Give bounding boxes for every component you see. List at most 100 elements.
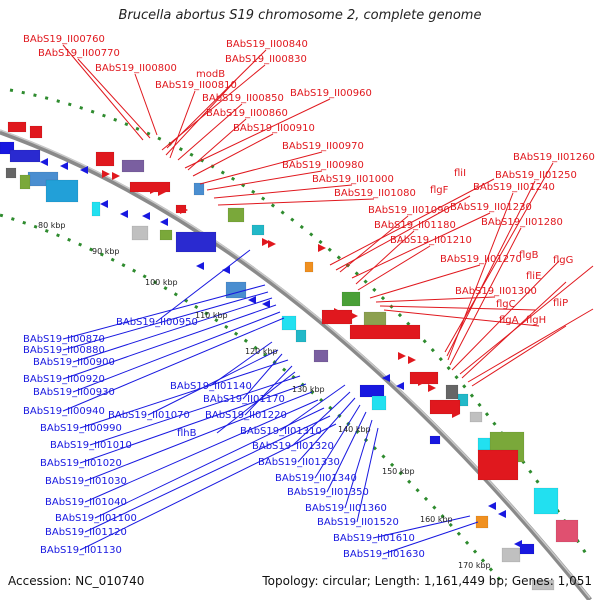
fwd-gene-label[interactable]: BAbS19_II01300 [455,286,537,297]
fwd-gene-label[interactable]: flgA [499,315,519,326]
rev-arrow-19 [100,200,108,208]
fwd-gene-label[interactable]: flgB [519,250,539,261]
fwd-gene-label[interactable]: BAbS19_II00760 [23,34,105,45]
rev-gene-label[interactable]: BAbS19_II00880 [23,345,105,356]
rev-gene-block-39 [371,395,387,411]
fwd-gene-block-13 [445,384,459,400]
fwd-gene-label[interactable]: BAbS19_II00970 [282,141,364,152]
rev-gene-label[interactable]: BAbS19_II00950 [116,317,198,328]
rev-gene-label[interactable]: BAbS19_II01010 [50,440,132,451]
fwd-gene-label[interactable]: flgG [553,255,573,266]
fwd-gene-label[interactable]: BAbS19_II01180 [374,220,456,231]
fwd-gene-label[interactable]: fliE [526,271,541,282]
fwd-gene-label[interactable]: fliP [553,298,568,309]
rev-gene-label[interactable]: BAbS19_II01070 [108,410,190,421]
fwd-gene-label[interactable]: BAbS19_II00810 [155,80,237,91]
label-leader-lines [62,44,594,555]
fwd-gene-block-12 [409,371,439,385]
fwd-gene-label[interactable]: BAbS19_II01210 [390,235,472,246]
fwd-gene-label[interactable]: BAbS19_II01240 [473,182,555,193]
fwd-gene-block-23 [7,121,27,133]
fwd-gene-label[interactable]: BAbS19_II00800 [95,63,177,74]
rev-gene-label[interactable]: BAbS19_II01020 [40,458,122,469]
rev-gene-label[interactable]: BAbS19_II00940 [23,406,105,417]
rev-gene-label[interactable]: BAbS19_II01320 [252,441,334,452]
rev-gene-label[interactable]: BAbS19_II01360 [305,503,387,514]
fwd-gene-label[interactable]: BAbS19_II01090 [368,205,450,216]
fwd-leader-9 [187,118,247,171]
accession-text: Accession: NC_010740 [8,574,145,588]
rev-leader-25 [84,415,331,533]
rev-gene-block-32 [159,229,173,241]
fwd-gene-label[interactable]: flgF [430,185,449,196]
rev-gene-block-29 [5,167,17,179]
rev-gene-label[interactable]: BAbS19_II00870 [23,334,105,345]
fwd-arrow-9 [350,312,358,320]
rev-gene-block-27 [45,179,79,203]
fwd-leader-11 [199,151,323,185]
rev-gene-label[interactable]: BAbS19_II00990 [40,423,122,434]
fwd-gene-label[interactable]: flgH [526,315,546,326]
fwd-gene-label[interactable]: flgC [496,299,516,310]
fwd-gene-label[interactable]: BAbS19_II01080 [334,188,416,199]
rev-gene-label[interactable]: BAbS19_II01220 [205,410,287,421]
rev-gene-label[interactable]: BAbS19_II00930 [33,387,115,398]
fwd-gene-label[interactable]: BAbS19_II00960 [290,88,372,99]
fwd-arrow-2 [150,186,158,194]
rev-leader-8 [147,349,279,416]
fwd-gene-block-8 [341,291,361,307]
rev-gene-label[interactable]: BAbS19_II01630 [343,549,425,560]
rev-gene-label[interactable]: BAbS19_II01030 [45,476,127,487]
fwd-gene-label[interactable]: BAbS19_II01000 [312,174,394,185]
rev-gene-label[interactable]: BAbS19_II01100 [55,513,137,524]
fwd-leader-2 [134,73,158,136]
rev-gene-label[interactable]: BAbS19_II01310 [240,426,322,437]
rev-leader-6 [62,317,285,412]
fwd-leader-33 [471,325,567,387]
rev-arrow-20 [120,210,128,218]
rev-gene-label[interactable]: BAbS19_II00900 [33,357,115,368]
rev-gene-block-36 [295,329,307,343]
fwd-arrow-10 [398,352,406,360]
fwd-gene-label[interactable]: BAbS19_II00840 [226,39,308,50]
rev-gene-block-31 [131,225,149,241]
rev-leader-23 [94,407,325,519]
fwd-gene-label[interactable]: modB [196,69,225,80]
fwd-gene-block-1 [121,159,145,173]
fwd-arrow-7 [318,244,326,252]
fwd-gene-label[interactable]: BAbS19_II00980 [282,160,364,171]
fwd-gene-label[interactable]: fliI [454,168,466,179]
rev-gene-label[interactable]: BAbS19_II01130 [40,545,122,556]
fwd-gene-label[interactable]: BAbS19_II01230 [450,202,532,213]
fwd-gene-label[interactable]: BAbS19_II00770 [38,48,120,59]
fwd-leader-5 [165,79,237,156]
rev-arrow-21 [142,212,150,220]
rev-gene-label[interactable]: flhB [177,428,197,439]
fwd-arrow-8 [334,308,342,316]
rev-gene-label[interactable]: BAbS19_II01140 [170,381,252,392]
fwd-gene-label[interactable]: BAbS19_II00860 [206,108,288,119]
rev-gene-block-42 [501,547,521,563]
rev-gene-label[interactable]: BAbS19_II01340 [275,473,357,484]
fwd-arrow-1 [112,172,120,180]
fwd-gene-label[interactable]: BAbS19_II01280 [481,217,563,228]
fwd-gene-label[interactable]: BAbS19_II01260 [513,152,595,163]
fwd-gene-label[interactable]: BAbS19_II01270 [440,254,522,265]
rev-gene-label[interactable]: BAbS19_II01350 [287,487,369,498]
rev-leader-15 [79,383,307,464]
rev-gene-label[interactable]: BAbS19_II01330 [258,457,340,468]
rev-arrow-23 [196,262,204,270]
rev-gene-label[interactable]: BAbS19_II01120 [45,527,127,538]
fwd-gene-label[interactable]: BAbS19_II01250 [495,170,577,181]
fwd-gene-label[interactable]: BAbS19_II00830 [225,54,307,65]
fwd-gene-label[interactable]: BAbS19_II00910 [233,123,315,134]
rev-gene-label[interactable]: BAbS19_II01040 [45,497,127,508]
rev-gene-label[interactable]: BAbS19_II00920 [23,374,105,385]
rev-gene-label[interactable]: BAbS19_II01520 [317,517,399,528]
rev-gene-label[interactable]: BAbS19_II01170 [203,394,285,405]
rev-leader-16 [291,391,351,447]
rev-gene-label[interactable]: BAbS19_II01610 [333,533,415,544]
rev-arrow-28 [396,382,404,390]
fwd-gene-label[interactable]: BAbS19_II00850 [202,93,284,104]
rev-arrow-22 [160,218,168,226]
